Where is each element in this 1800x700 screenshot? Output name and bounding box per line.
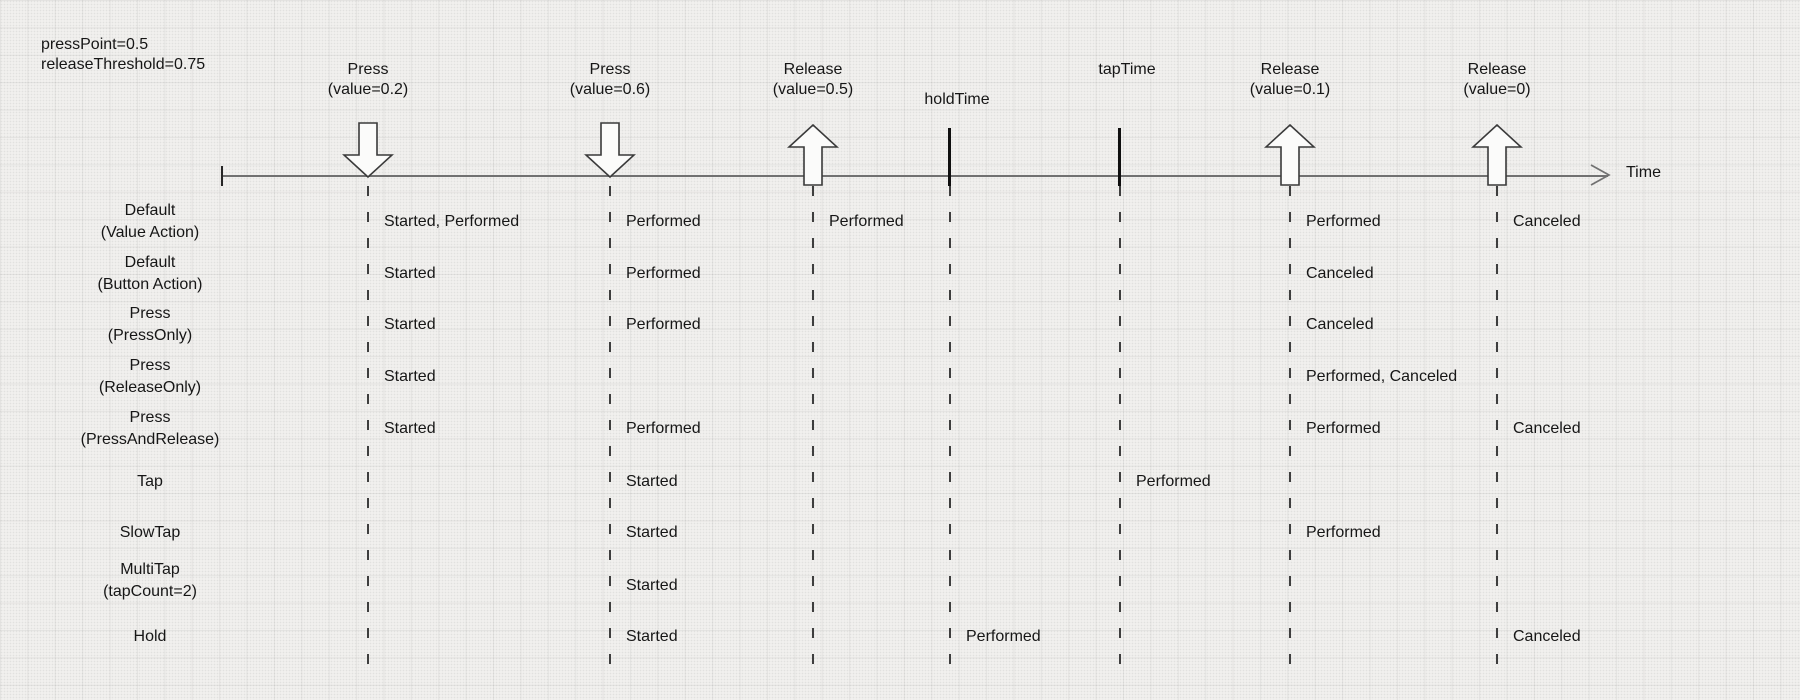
marker-label-taptime: tapTime <box>1098 61 1156 78</box>
event-label: Performed <box>966 628 1041 645</box>
row-label-hold: Hold <box>133 628 167 645</box>
row-label-multitap: MultiTap (tapCount=2) <box>103 561 197 600</box>
parameters-annotation: pressPoint=0.5 releaseThreshold=0.75 <box>41 35 205 75</box>
event-label: Performed, Canceled <box>1306 368 1458 385</box>
press-arrow-down-icon <box>342 122 394 178</box>
row-label-slowtap: SlowTap <box>119 524 181 541</box>
press-arrow-down-icon <box>584 122 636 178</box>
marker-label-release-0.1: Release (value=0.1) <box>1249 61 1331 98</box>
event-label: Canceled <box>1306 316 1374 333</box>
event-label: Performed <box>1306 524 1381 541</box>
row-label-default-button-action: Default (Button Action) <box>97 254 203 293</box>
event-label: Canceled <box>1513 420 1581 437</box>
event-label: Performed <box>626 316 701 333</box>
event-label: Canceled <box>1513 213 1581 230</box>
holdtime-tick <box>948 128 951 186</box>
event-label: Started <box>384 368 436 385</box>
axis-start-tick <box>221 166 223 186</box>
row-label-tap: Tap <box>137 473 163 490</box>
time-axis-label: Time <box>1626 164 1661 181</box>
release-arrow-up-icon <box>1471 124 1523 186</box>
marker-label-release-0.5: Release (value=0.5) <box>772 61 854 98</box>
marker-label-press-0.2: Press (value=0.2) <box>327 61 409 98</box>
release-threshold-text: releaseThreshold=0.75 <box>41 56 206 73</box>
marker-label-press-0.6: Press (value=0.6) <box>569 61 651 98</box>
event-label: Performed <box>829 213 904 230</box>
dashed-guideline <box>367 186 369 667</box>
event-label: Started <box>626 577 678 594</box>
release-arrow-up-icon <box>1264 124 1316 186</box>
event-label: Started <box>384 420 436 437</box>
event-label: Started <box>626 628 678 645</box>
release-arrow-up-icon <box>787 124 839 186</box>
marker-label-release-0: Release (value=0) <box>1463 61 1531 98</box>
row-label-default-value-action: Default (Value Action) <box>100 202 200 241</box>
event-label: Performed <box>626 213 701 230</box>
row-label-press-pressonly: Press (PressOnly) <box>107 305 193 344</box>
event-label: Started <box>626 524 678 541</box>
event-label: Started, Performed <box>384 213 520 230</box>
event-label: Started <box>626 473 678 490</box>
event-label: Performed <box>1136 473 1211 490</box>
dashed-guideline <box>812 186 814 667</box>
event-label: Started <box>384 316 436 333</box>
press-point-text: pressPoint=0.5 <box>41 36 149 53</box>
dashed-guideline <box>1496 186 1498 667</box>
marker-label-holdtime: holdTime <box>924 91 990 108</box>
row-label-press-pressandrelease: Press (PressAndRelease) <box>80 409 220 448</box>
event-label: Performed <box>1306 213 1381 230</box>
dashed-guideline <box>1289 186 1291 667</box>
event-label: Started <box>384 265 436 282</box>
axis-arrowhead-icon <box>1590 164 1611 186</box>
dashed-guideline <box>949 186 951 667</box>
time-axis <box>222 175 1608 177</box>
event-label: Performed <box>1306 420 1381 437</box>
event-label: Canceled <box>1513 628 1581 645</box>
dashed-guideline <box>609 186 611 667</box>
event-label: Canceled <box>1306 265 1374 282</box>
dashed-guideline <box>1119 186 1121 667</box>
event-label: Performed <box>626 420 701 437</box>
event-label: Performed <box>626 265 701 282</box>
row-label-press-releaseonly: Press (ReleaseOnly) <box>98 357 202 396</box>
taptime-tick <box>1118 128 1121 186</box>
